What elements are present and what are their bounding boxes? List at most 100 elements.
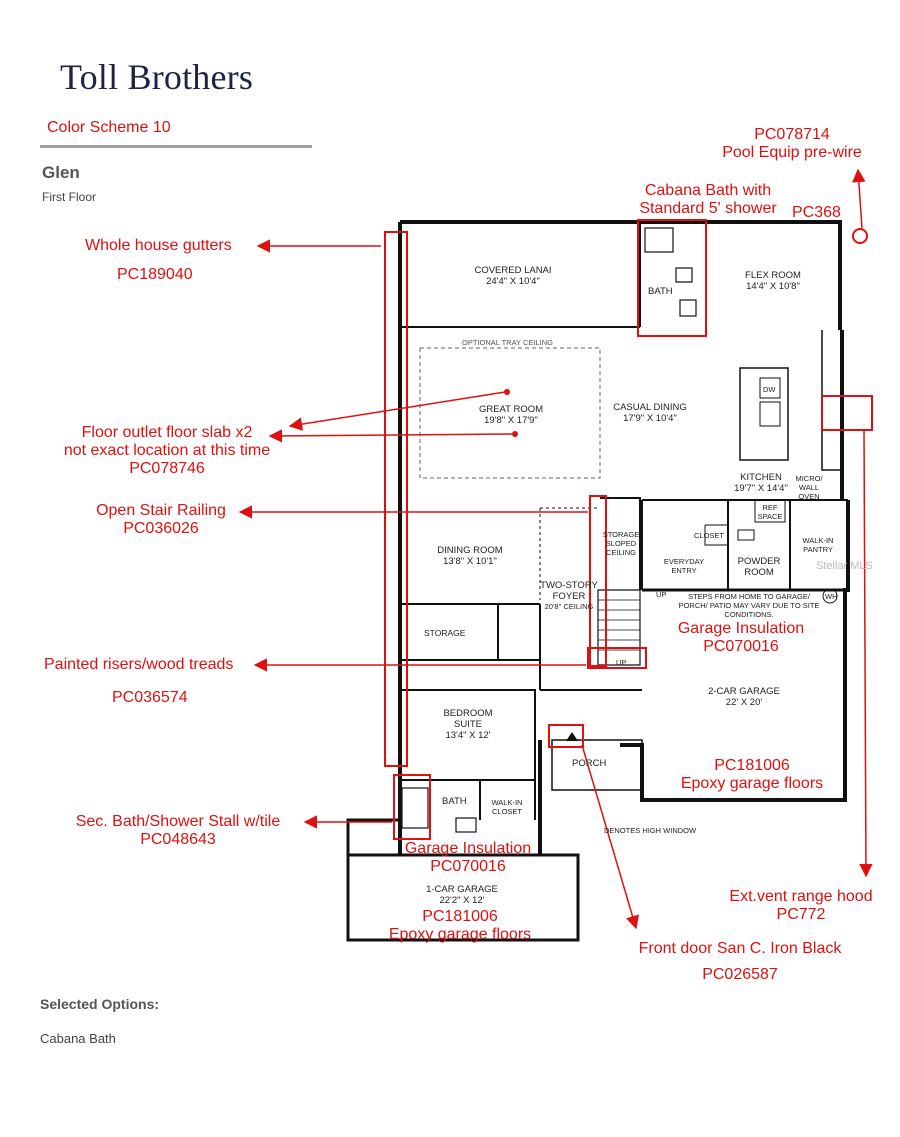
steps-note: STEPS FROM HOME TO GARAGE/ PORCH/ PATIO … xyxy=(678,592,820,619)
room-name: COVERED LANAI xyxy=(474,265,552,276)
note-line1: Floor outlet floor slab x2 xyxy=(81,424,253,441)
room-name: TWO-STORY FOYER xyxy=(540,580,598,602)
note-text: Open Stair Railing xyxy=(96,502,226,519)
note-stair-railing: Open Stair Railing PC036026 xyxy=(86,502,236,538)
note-text: Ext.vent range hood xyxy=(729,888,873,905)
up-label: UP xyxy=(656,590,667,599)
room-2car-garage: 2-CAR GARAGE 22' X 20' xyxy=(694,686,794,708)
tray-ceiling-label: OPTIONAL TRAY CEILING xyxy=(462,338,553,347)
room-size: 19'7" X 14'4" xyxy=(734,483,788,494)
high-window-note: DENOTES HIGH WINDOW xyxy=(604,826,697,835)
header-divider xyxy=(40,145,312,148)
room-size: 20'8" CEILING xyxy=(544,602,594,611)
powder-room-label: POWDER ROOM xyxy=(737,556,781,578)
room-name: GREAT ROOM xyxy=(478,404,544,415)
note-code: PC048643 xyxy=(140,831,216,848)
storage-label: STORAGE xyxy=(424,628,466,638)
stair-up-label: UP xyxy=(616,658,627,667)
note-front-door: Front door San C. Iron Black PC026587 xyxy=(624,940,856,984)
note-code: PC078746 xyxy=(129,460,205,477)
room-covered-lanai: COVERED LANAI 24'4" X 10'4" xyxy=(468,265,558,287)
ref-space-label: REF SPACE xyxy=(757,503,783,521)
everyday-entry-label: EVERYDAY ENTRY xyxy=(663,557,705,575)
note-code: PC772 xyxy=(776,906,826,923)
note-garage-insulation-2car: Garage Insulation PC070016 xyxy=(664,620,818,656)
walk-in-pantry-label: WALK-IN PANTRY xyxy=(802,536,834,554)
room-bedroom-bath: BATH xyxy=(442,796,467,807)
annotation-arrows xyxy=(238,168,873,930)
room-bedroom-suite: BEDROOM SUITE 13'4" X 12' xyxy=(436,708,500,741)
color-scheme-label: Color Scheme 10 xyxy=(47,119,171,136)
watermark: Stellar MLS xyxy=(816,560,873,572)
note-gutters-code: PC189040 xyxy=(117,266,193,283)
closet-label: CLOSET xyxy=(694,531,725,540)
room-size: 19'8" X 17'9" xyxy=(484,415,538,426)
note-line2: Standard 5' shower xyxy=(639,200,777,217)
note-text: Garage Insulation xyxy=(404,840,532,857)
room-1car-garage: 1-CAR GARAGE 22'2" X 12' xyxy=(412,884,512,906)
room-size: 13'4" X 12' xyxy=(445,730,491,741)
room-name: BEDROOM SUITE xyxy=(443,708,493,730)
note-text: Epoxy garage floors xyxy=(680,775,824,792)
note-epoxy-1car: PC181006 Epoxy garage floors xyxy=(372,908,548,944)
note-range-hood: Ext.vent range hood PC772 xyxy=(716,888,886,924)
exterior-walls xyxy=(346,220,850,942)
room-casual-dining: CASUAL DINING 17'9" X 10'4" xyxy=(610,402,690,424)
interior-walls xyxy=(400,222,848,833)
wh-label: WH xyxy=(825,592,838,601)
note-epoxy-2car: PC181006 Epoxy garage floors xyxy=(664,757,840,793)
note-code: PC036026 xyxy=(123,520,199,537)
note-cabana-bath: Cabana Bath with Standard 5' shower xyxy=(628,182,788,218)
room-flex: FLEX ROOM 14'4" X 10'8" xyxy=(728,270,818,292)
room-porch: PORCH xyxy=(572,758,607,769)
room-name: FLEX ROOM xyxy=(745,270,801,281)
note-code: PC181006 xyxy=(422,908,498,925)
outlet-dots xyxy=(504,389,518,437)
walk-in-closet-label: WALK-IN CLOSET xyxy=(491,798,523,816)
model-name: Glen xyxy=(42,163,80,182)
note-code: PC070016 xyxy=(703,638,779,655)
room-size: 13'8" X 10'1" xyxy=(443,556,497,567)
note-floor-outlet: Floor outlet floor slab x2 not exact loc… xyxy=(50,424,284,478)
note-garage-insulation-1car: Garage Insulation PC070016 xyxy=(396,840,540,876)
room-size: 22'2" X 12' xyxy=(439,895,485,906)
note-text: Garage Insulation xyxy=(677,620,805,637)
room-cabana-bath: BATH xyxy=(648,286,673,297)
note-text: Sec. Bath/Shower Stall w/tile xyxy=(75,813,281,830)
note-line1: Cabana Bath with xyxy=(644,182,772,199)
dw-label: DW xyxy=(763,385,776,394)
note-painted-risers-code: PC036574 xyxy=(112,689,188,706)
note-text: Pool Equip pre-wire xyxy=(722,144,862,161)
room-kitchen: KITCHEN 19'7" X 14'4" xyxy=(726,472,796,494)
storage-sloped-label: STORAGE SLOPED CEILING xyxy=(602,530,640,557)
room-name: KITCHEN xyxy=(740,472,782,483)
selected-options-heading: Selected Options: xyxy=(40,996,160,1012)
micro-wall-oven-label: MICRO/ WALL OVEN xyxy=(795,474,823,501)
selected-option-item: Cabana Bath xyxy=(40,1031,116,1046)
note-line2: not exact location at this time xyxy=(63,442,271,459)
room-great: GREAT ROOM 19'8" X 17'9" xyxy=(466,404,556,426)
room-name: 1-CAR GARAGE xyxy=(426,884,498,895)
room-size: 17'9" X 10'4" xyxy=(623,413,677,424)
room-size: 24'4" X 10'4" xyxy=(486,276,540,287)
note-text: Epoxy garage floors xyxy=(388,926,532,943)
floor-label: First Floor xyxy=(42,190,96,204)
room-name: CASUAL DINING xyxy=(613,402,687,413)
note-code: PC078714 xyxy=(754,126,830,143)
note-code: PC070016 xyxy=(430,858,506,875)
note-code: PC026587 xyxy=(702,966,778,983)
note-painted-risers: Painted risers/wood treads xyxy=(44,656,234,673)
note-cabana-code: PC368 xyxy=(792,204,841,221)
brand-logo: Toll Brothers xyxy=(60,57,254,97)
annotation-marks xyxy=(384,219,873,840)
note-gutters: Whole house gutters xyxy=(85,237,232,254)
room-size: 22' X 20' xyxy=(725,697,763,708)
note-sec-bath: Sec. Bath/Shower Stall w/tile PC048643 xyxy=(58,813,298,849)
room-foyer: TWO-STORY FOYER 20'8" CEILING xyxy=(540,580,598,611)
room-dining: DINING ROOM 13'8" X 10'1" xyxy=(428,545,512,567)
room-name: 2-CAR GARAGE xyxy=(708,686,780,697)
note-text: Front door San C. Iron Black xyxy=(638,940,842,957)
note-code: PC181006 xyxy=(714,757,790,774)
room-name: DINING ROOM xyxy=(437,545,503,556)
